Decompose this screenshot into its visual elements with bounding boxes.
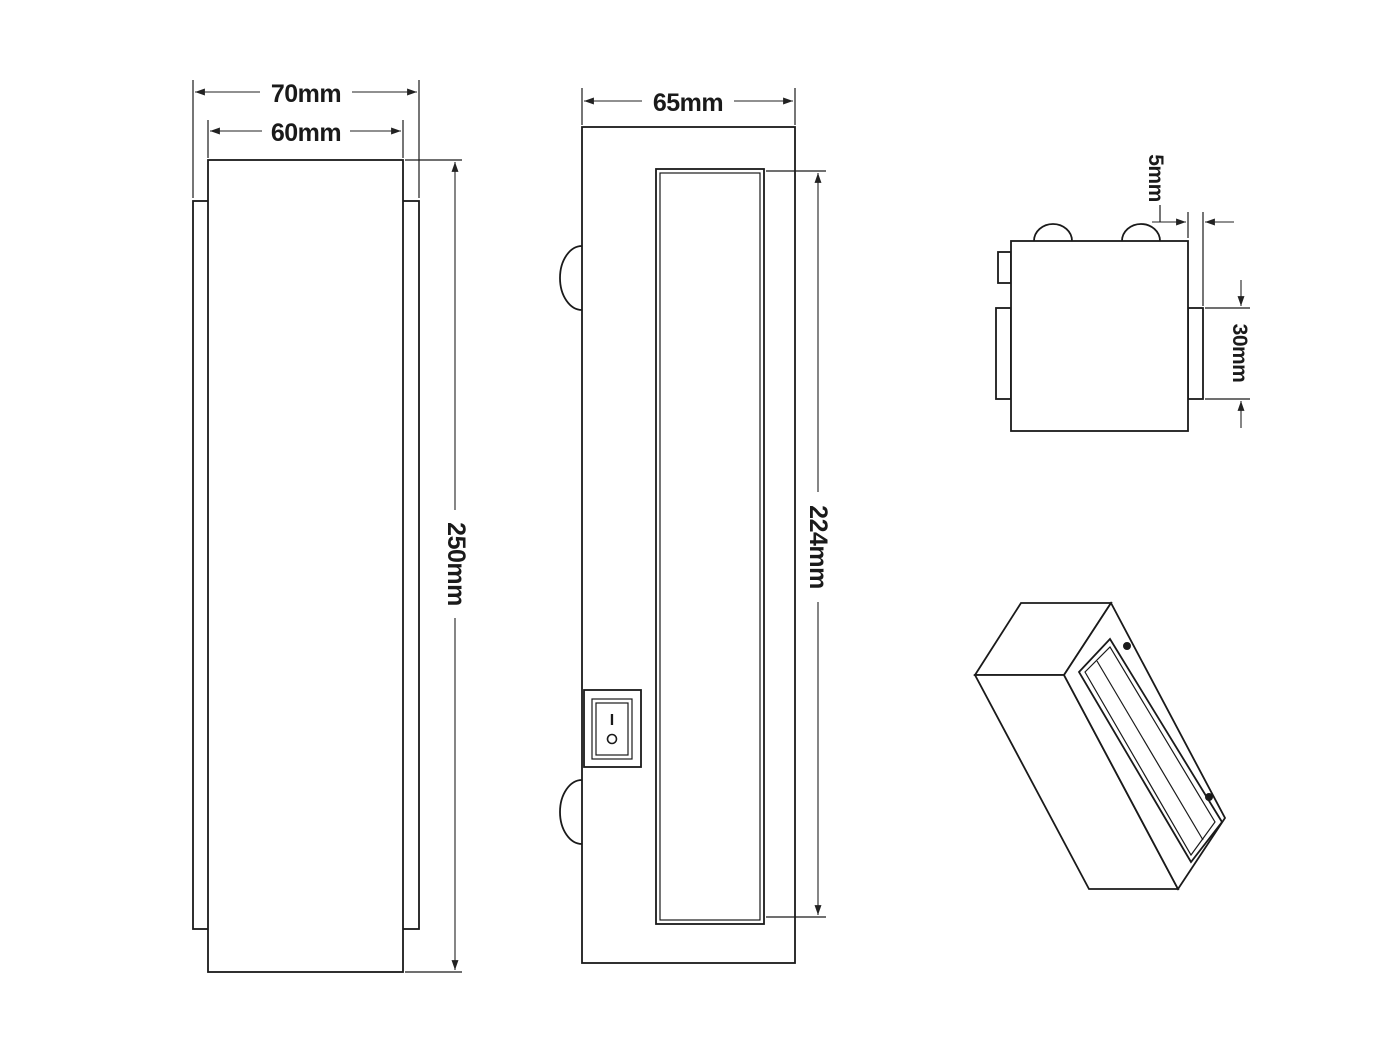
switch-on-symbol: I bbox=[610, 712, 614, 729]
side-width-label: 65mm bbox=[653, 89, 723, 117]
front-width-outer-label: 70mm bbox=[271, 80, 341, 108]
iso-slot-inner bbox=[1084, 646, 1216, 857]
side-view: I 65mm 224mm bbox=[559, 88, 832, 964]
dim-top-offset: 5mm bbox=[1144, 154, 1234, 306]
front-width-inner-label: 60mm bbox=[271, 119, 341, 147]
front-body bbox=[207, 159, 404, 973]
front-height-label: 250mm bbox=[442, 522, 470, 606]
top-offset-label: 5mm bbox=[1144, 154, 1167, 202]
switch-off-symbol-mark bbox=[606, 733, 618, 745]
top-body bbox=[1010, 240, 1189, 432]
dim-side-width: 65mm bbox=[581, 88, 796, 125]
top-view: 5mm 30mm bbox=[995, 154, 1251, 432]
top-left-bolt bbox=[1033, 223, 1073, 242]
side-light-slot-inner bbox=[659, 172, 761, 921]
iso-upper-screw bbox=[1123, 641, 1132, 650]
side-lower-bolt bbox=[559, 779, 583, 845]
top-bracket-label: 30mm bbox=[1228, 324, 1251, 383]
dim-front-width-inner: 60mm bbox=[207, 119, 404, 158]
side-light-slot bbox=[655, 168, 765, 925]
side-slot-height-label: 224mm bbox=[804, 505, 832, 589]
iso-view bbox=[973, 601, 1227, 891]
top-left-bracket bbox=[995, 307, 1012, 400]
dim-front-width-outer: 70mm bbox=[192, 80, 420, 198]
iso-slot-edge bbox=[1096, 660, 1204, 841]
side-upper-bolt bbox=[559, 245, 583, 311]
front-view: 70mm 60mm 250mm bbox=[192, 80, 470, 973]
iso-lower-screw bbox=[1205, 792, 1214, 801]
top-right-bolt bbox=[1121, 223, 1161, 242]
rocker-switch: I bbox=[583, 689, 642, 768]
top-right-bracket bbox=[1187, 307, 1204, 400]
dim-top-bracket: 30mm bbox=[1205, 280, 1251, 428]
dim-side-slot-height: 224mm bbox=[766, 170, 832, 918]
dim-front-height: 250mm bbox=[405, 159, 470, 973]
top-switch-tab bbox=[997, 251, 1012, 284]
